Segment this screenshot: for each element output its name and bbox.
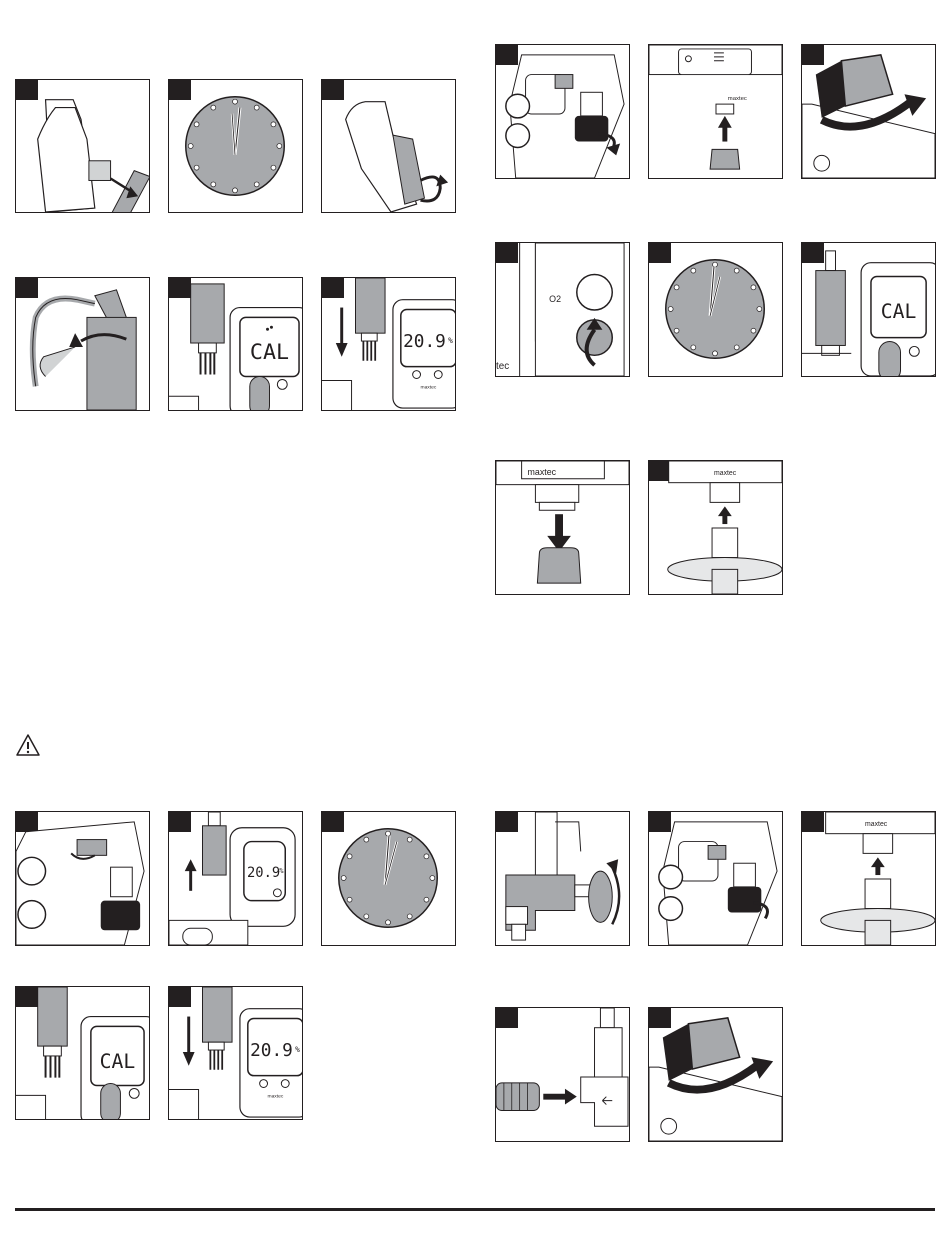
valve-knob-illustration [649, 812, 782, 945]
cable-connect-illustration [16, 278, 149, 410]
step-panel-attach-filter: maxtec [648, 460, 783, 595]
filter-attach-illustration: maxtec [649, 461, 782, 594]
clamp-knob-illustration [496, 812, 629, 945]
brand-label: maxtec [728, 96, 747, 102]
lcd-unit: % [295, 1045, 300, 1054]
step-panel-turn-port: O2 tec [495, 242, 630, 377]
cap-up-illustration: maxtec [649, 45, 782, 178]
analyzer-cal-illustration: CAL [169, 278, 302, 410]
step-panel-device-cal-3: 20.9 % maxtec [168, 986, 303, 1120]
port-turn-illustration: O2 tec [496, 243, 629, 376]
step-panel-connect-cable [15, 277, 150, 411]
clock-icon [649, 243, 782, 376]
hose-connect-illustration [496, 1008, 629, 1141]
lcd-display: 20.9 [247, 865, 280, 881]
step-panel-valve-knob [495, 44, 630, 179]
valve-knob-illustration [16, 812, 149, 945]
analyzer-cal-illustration: CAL [16, 987, 149, 1119]
lcd-display: CAL [881, 300, 917, 323]
step-panel-clamp-knob [495, 811, 630, 946]
step-panel-apply-tape [15, 79, 150, 213]
step-panel-turn-knob-on-2 [648, 1007, 783, 1142]
step-panel-valve-knob-2 [648, 811, 783, 946]
step-panel-attach-filter-2: maxtec [801, 811, 936, 946]
cap-down-illustration: maxtec [496, 461, 629, 594]
step-panel-device-valve [15, 811, 150, 946]
lcd-unit: % [448, 336, 453, 345]
step-panel-device-cal-2: CAL [15, 986, 150, 1120]
lcd-display: CAL [100, 1050, 136, 1073]
brand-label: maxtec [420, 384, 436, 390]
lcd-display: CAL [250, 340, 289, 365]
analyzer-reading-illustration: 20.9 % maxtec [322, 278, 455, 410]
step-panel-wait-clock [168, 79, 303, 213]
step-panel-device-cal: CAL [801, 242, 936, 377]
step-panel-attach-cable-sensor [321, 79, 456, 213]
lcd-display: 20.9 [250, 1041, 293, 1061]
knob-turn-illustration [649, 1008, 782, 1141]
knob-turn-illustration [802, 45, 935, 178]
o2-label: O2 [549, 294, 561, 304]
step-panel-attach-cap: maxtec [495, 460, 630, 595]
filter-attach-illustration: maxtec [802, 812, 935, 945]
brand-label: maxtec [267, 1093, 283, 1099]
step-panel-turn-knob-on [801, 44, 936, 179]
brand-label: maxtec [865, 821, 888, 828]
step-panel-device-cal-1: 20.9 % [168, 811, 303, 946]
sensor-tape-illustration [16, 80, 149, 212]
step-panel-wait-clock-3 [321, 811, 456, 946]
step-panel-remove-cap: maxtec [648, 44, 783, 179]
footer-rule [15, 1208, 935, 1211]
warning-icon [15, 733, 41, 757]
step-panel-connect-hose [495, 1007, 630, 1142]
step-panel-sensor-cal-1: CAL [168, 277, 303, 411]
analyzer-reading-illustration: 20.9 % maxtec [169, 987, 302, 1119]
clock-icon [322, 812, 455, 945]
sensor-rotate-illustration [322, 80, 455, 212]
analyzer-cal-illustration: CAL [802, 243, 935, 376]
analyzer-reading-illustration: 20.9 % [169, 812, 302, 945]
lcd-display: 20.9 [403, 332, 446, 352]
side-label: tec [496, 361, 509, 372]
brand-label: maxtec [714, 470, 737, 477]
valve-knob-illustration [496, 45, 629, 178]
step-panel-sensor-cal-2: 20.9 % maxtec [321, 277, 456, 411]
step-panel-wait-clock-2 [648, 242, 783, 377]
clock-icon [169, 80, 302, 212]
brand-label: maxtec [528, 467, 557, 477]
